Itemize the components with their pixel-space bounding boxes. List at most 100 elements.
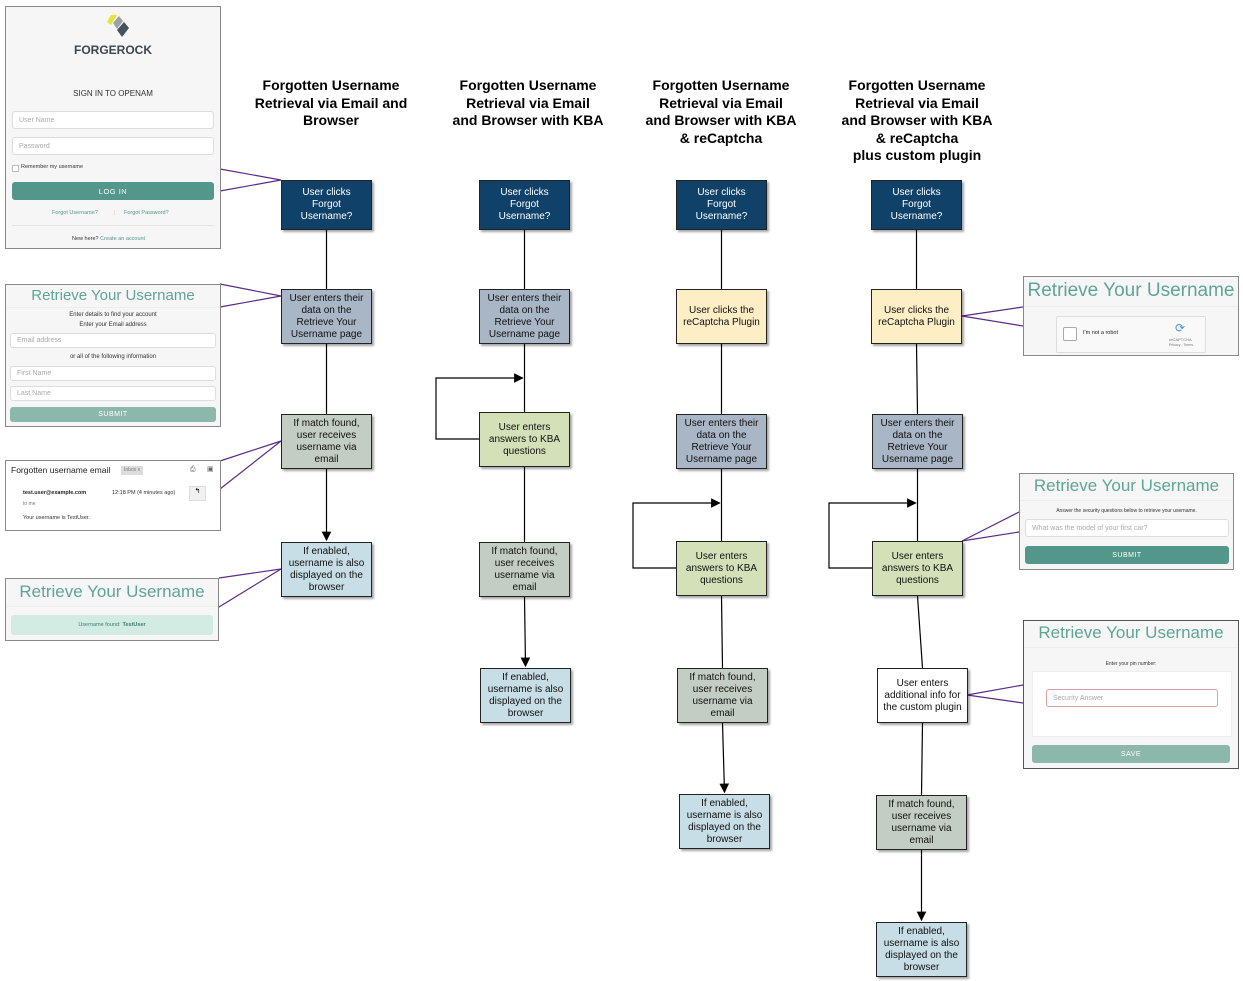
found-title: Retrieve Your Username [6, 582, 218, 607]
email-recipient: to me [23, 501, 36, 507]
kba-screenshot: Retrieve Your Username Answer the securi… [1019, 473, 1234, 570]
pin-label: Enter your pin number: [1105, 661, 1157, 667]
link-separator: | [114, 210, 116, 216]
flow-connector [915, 343, 919, 415]
forgot-password-link[interactable]: Forgot Password? [124, 210, 169, 216]
screenshot-callout-line [219, 179, 282, 192]
divider [12, 225, 214, 226]
flow-step-data: User enters their data on the Retrieve Y… [872, 414, 963, 469]
retrieve-intro: Enter details to find your account [69, 312, 157, 318]
email-subject: Forgotten username email [11, 465, 111, 475]
flow-step-captcha: User clicks the reCaptcha Plugin [871, 289, 962, 344]
screenshot-callout-line [961, 306, 1024, 317]
kba-title: Retrieve Your Username [1020, 476, 1233, 501]
custom-plugin-screenshot: Retrieve Your Username Enter your pin nu… [1023, 620, 1239, 769]
print-icon[interactable]: ⎙ [190, 466, 196, 473]
password-input[interactable]: Password [12, 137, 214, 155]
popout-icon[interactable]: ▣ [207, 466, 214, 473]
username-input[interactable]: User Name [12, 111, 214, 129]
recaptcha-links[interactable]: Privacy - Terms [1169, 343, 1194, 347]
reply-icon[interactable]: ↰ [189, 486, 206, 501]
remove-label-icon[interactable]: x [137, 467, 141, 473]
flow-step-browser: If enabled, username is also displayed o… [480, 668, 571, 723]
screenshot-callout-line [961, 531, 1020, 542]
username-found-screenshot: Retrieve Your Username Username found:Te… [5, 578, 219, 641]
screenshot-callout-line [219, 440, 282, 490]
create-account-link[interactable]: Create an account [100, 236, 146, 242]
email-label: Enter your Email address [79, 322, 147, 328]
flow-connector [719, 722, 730, 794]
remember-checkbox[interactable] [12, 165, 19, 172]
flow-step-email: If match found, user receives username v… [479, 542, 570, 597]
kba-intro: Answer the security questions below to r… [1056, 508, 1197, 514]
flow-step-start: User clicks Forgot Username? [871, 180, 962, 230]
flow-step-data: User enters their data on the Retrieve Y… [479, 289, 570, 344]
recaptcha-widget: I'm not a robot ⟳ reCAPTCHA Privacy - Te… [1056, 316, 1206, 353]
screenshot-callout-line [219, 168, 282, 181]
flow-step-kba: User enters answers to KBA questions [676, 541, 767, 596]
flow-step-email: If match found, user receives username v… [281, 414, 372, 469]
remember-label: Remember my username [21, 164, 84, 170]
forgerock-logo-icon [107, 15, 129, 37]
forgot-username-link[interactable]: Forgot Username? [52, 210, 98, 216]
flow-step-browser: If enabled, username is also displayed o… [876, 922, 967, 977]
kba-answer-input[interactable]: What was the model of your first car? [1025, 519, 1229, 537]
pin-title: Retrieve Your Username [1024, 623, 1238, 648]
captcha-title: Retrieve Your Username [1024, 280, 1238, 307]
flow-step-data: User enters their data on the Retrieve Y… [281, 289, 372, 344]
flow-connector [916, 595, 924, 669]
last-name-input[interactable]: Last Name [10, 386, 216, 401]
found-alert: Username found:TestUser [11, 615, 213, 635]
retrieve-username-screenshot: Retrieve Your Username Enter details to … [5, 284, 221, 427]
screenshot-callout-line [961, 511, 1020, 542]
column-heading: Forgotten Username Retrieval via Email a… [452, 77, 604, 128]
kba-submit-button[interactable]: SUBMIT [1025, 546, 1229, 564]
email-screenshot: Forgotten username email Inbox x ⎙ ▣ tes… [5, 460, 221, 531]
flow-step-email: If match found, user receives username v… [677, 668, 768, 723]
flow-step-start: User clicks Forgot Username? [479, 180, 570, 230]
screenshot-callout-line [219, 440, 282, 462]
email-body: Your username is TestUser. [23, 515, 90, 521]
found-username: TestUser [122, 622, 146, 628]
flow-step-kba: User enters answers to KBA questions [479, 412, 570, 467]
flow-step-custom: User enters additional info for the cust… [877, 668, 968, 723]
email-sender: test.user@example.com [23, 490, 87, 496]
new-here-text: New here? [72, 236, 99, 242]
flow-step-browser: If enabled, username is also displayed o… [281, 542, 372, 597]
flow-step-browser: If enabled, username is also displayed o… [679, 794, 770, 849]
flow-step-captcha: User clicks the reCaptcha Plugin [676, 289, 767, 344]
recaptcha-logo-icon: ⟳ [1175, 321, 1186, 335]
flow-connector [720, 595, 724, 669]
screenshot-callout-line [966, 684, 1024, 696]
first-name-input[interactable]: First Name [10, 366, 216, 381]
retry-loop-arrow [632, 498, 721, 569]
recaptcha-brand: reCAPTCHA [1169, 337, 1192, 342]
screenshot-callout-line [218, 568, 282, 608]
save-button[interactable]: SAVE [1032, 745, 1230, 763]
column-heading: Forgotten Username Retrieval via Email a… [645, 77, 797, 146]
retry-loop-arrow [828, 498, 917, 569]
or-label: or all of the following information [69, 354, 157, 360]
flow-step-kba: User enters answers to KBA questions [872, 541, 963, 596]
flow-connector [920, 722, 924, 796]
flow-step-start: User clicks Forgot Username? [281, 180, 372, 230]
found-message: Username found: [78, 622, 121, 628]
login-button[interactable]: LOG IN [12, 182, 214, 200]
login-screenshot: FORGEROCK SIGN IN TO OPENAM User Name Pa… [5, 6, 221, 249]
security-answer-input[interactable]: Security Answer [1046, 689, 1218, 707]
robot-label: I'm not a robot [1083, 330, 1118, 336]
screenshot-callout-line [219, 283, 282, 297]
flow-connector [520, 596, 531, 668]
inbox-label: Inbox [124, 467, 137, 473]
screenshot-callout-line [961, 315, 1024, 327]
screenshot-callout-line [966, 694, 1024, 704]
screenshot-callout-line [218, 568, 282, 579]
email-input[interactable]: Email address [10, 333, 216, 348]
signin-title: SIGN IN TO OPENAM [73, 89, 153, 98]
retrieve-title: Retrieve Your Username [6, 287, 220, 308]
retry-loop-arrow [435, 373, 524, 440]
submit-button[interactable]: SUBMIT [10, 407, 216, 422]
flow-step-data: User enters their data on the Retrieve Y… [676, 414, 767, 469]
robot-checkbox[interactable] [1063, 327, 1077, 341]
